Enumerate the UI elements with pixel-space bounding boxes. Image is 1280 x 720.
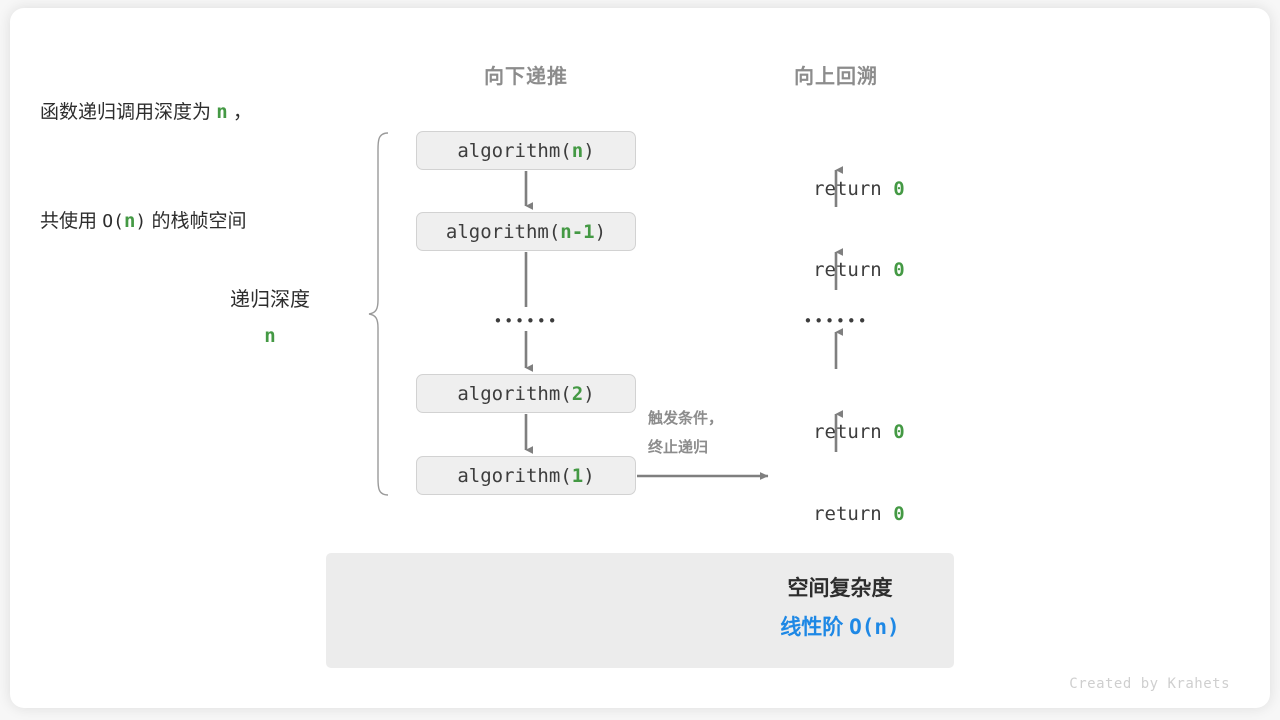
- summary-line2-close: ): [135, 211, 147, 232]
- return-value: 0: [893, 259, 905, 281]
- complexity-value: 线性阶 O(n): [744, 608, 936, 647]
- summary-description: 函数递归调用深度为 n ， 共使用 O(n) 的栈帧空间: [40, 22, 252, 312]
- column-header-recurse: 向下递推: [484, 66, 568, 88]
- recursion-depth-text: 递归深度: [230, 289, 310, 311]
- return-keyword: return: [813, 178, 894, 200]
- return-keyword: return: [813, 259, 894, 281]
- call-frame-arg: 1: [571, 464, 584, 487]
- call-frame-prefix: algorithm(: [457, 464, 572, 487]
- call-frame-arg: 2: [571, 382, 584, 405]
- summary-line1-suffix: ，: [227, 102, 253, 123]
- summary-line1-prefix: 函数递归调用深度为: [40, 102, 217, 123]
- call-frame-box[interactable]: algorithm(n): [416, 131, 636, 170]
- return-value: 0: [893, 178, 905, 200]
- call-frame-prefix: algorithm(: [445, 220, 561, 243]
- complexity-title: 空间复杂度: [787, 577, 893, 600]
- summary-line2-n: n: [123, 210, 136, 232]
- call-frame-arg: n-1: [560, 220, 595, 243]
- call-frame-suffix: ): [594, 220, 607, 243]
- return-value: 0: [893, 503, 905, 525]
- column-header-backtrack: 向上回溯: [794, 66, 878, 88]
- credit-text: Created by Krahets: [1069, 676, 1230, 692]
- summary-result: 空间复杂度 线性阶 O(n): [744, 570, 936, 647]
- return-keyword: return: [813, 421, 894, 443]
- return-statement: return 0: [736, 456, 936, 525]
- termination-condition-note: 触发条件， 终止递归: [648, 404, 723, 462]
- summary-line2-prefix: 共使用: [40, 211, 103, 232]
- call-frame-suffix: ): [583, 464, 595, 487]
- call-frame-arg: n: [571, 139, 584, 162]
- call-frame-prefix: algorithm(: [457, 139, 572, 162]
- call-frame-suffix: ): [583, 139, 595, 162]
- return-statement: return 0: [736, 212, 936, 281]
- recursion-depth-label: 递归深度 n: [190, 282, 350, 354]
- call-frame-box[interactable]: algorithm(2): [416, 374, 636, 413]
- call-frame-box[interactable]: algorithm(1): [416, 456, 636, 495]
- call-frame-prefix: algorithm(: [457, 382, 572, 405]
- termination-note-line1: 触发条件，: [648, 410, 724, 427]
- summary-panel: [326, 553, 954, 668]
- summary-line1-depth: n: [216, 101, 228, 123]
- return-statement: return 0: [736, 131, 936, 200]
- call-frame-suffix: ): [583, 382, 595, 405]
- summary-line-1: 函数递归调用深度为 n ，: [40, 94, 252, 131]
- complexity-order-value: O(n): [849, 615, 900, 639]
- termination-note-line2: 终止递归: [648, 439, 709, 456]
- call-frame-box[interactable]: algorithm(n-1): [416, 212, 636, 251]
- ellipsis-left: ••••••: [493, 312, 559, 330]
- complexity-order-label: 线性阶: [780, 616, 850, 639]
- return-keyword: return: [813, 503, 894, 525]
- summary-line2-bigo: O(: [102, 211, 124, 232]
- recursion-depth-value: n: [264, 325, 276, 347]
- ellipsis-right: ••••••: [803, 312, 869, 330]
- summary-line2-suffix: 的栈帧空间: [146, 211, 247, 232]
- return-value: 0: [893, 421, 905, 443]
- summary-line-2: 共使用 O(n) 的栈帧空间: [40, 203, 252, 240]
- return-statement: return 0: [736, 374, 936, 443]
